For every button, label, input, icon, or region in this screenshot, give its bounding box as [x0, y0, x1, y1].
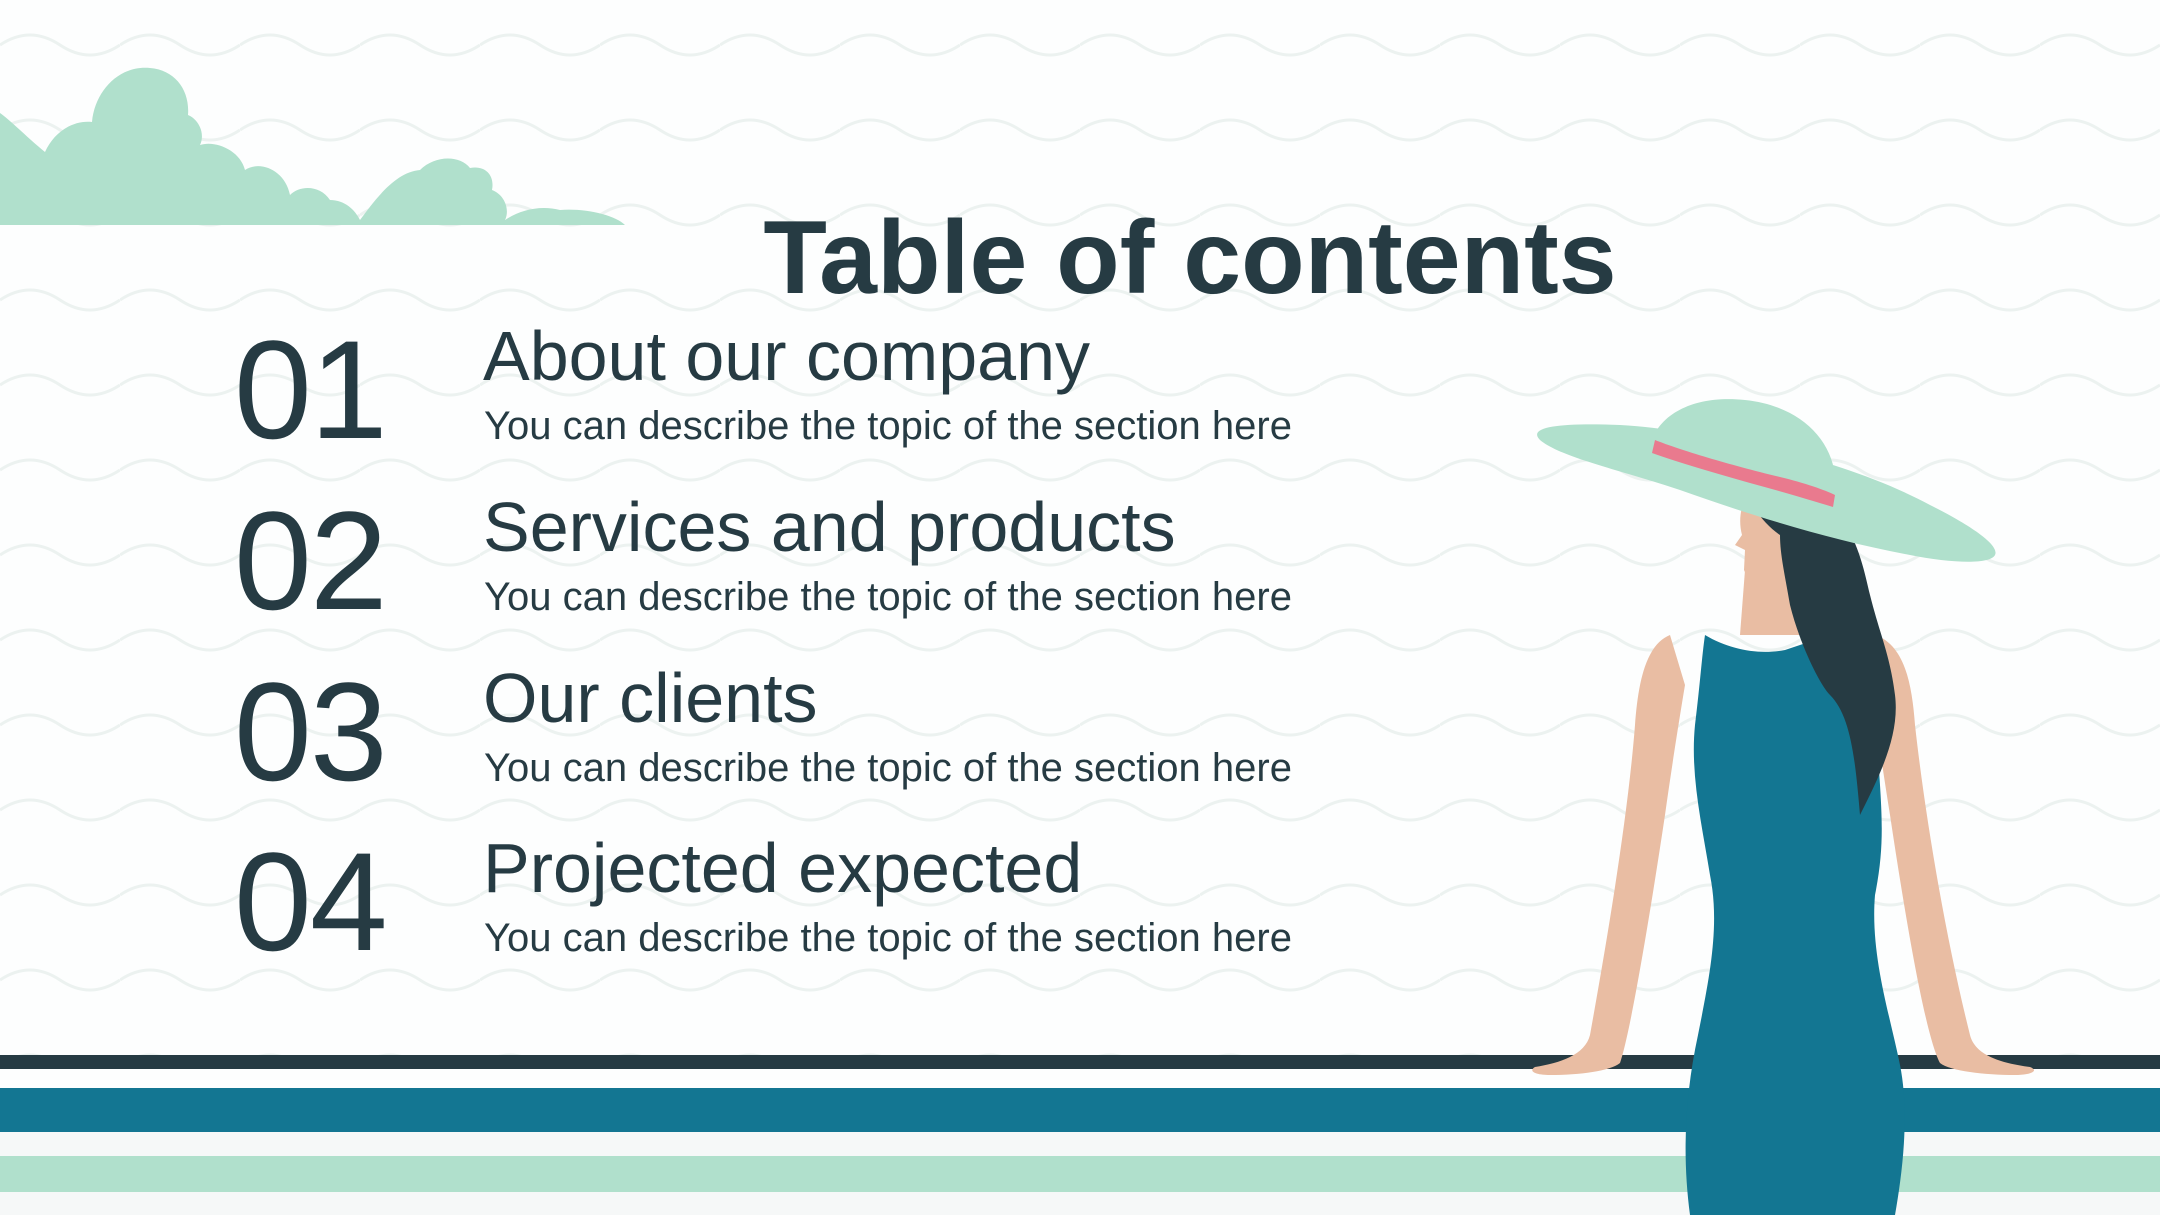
- hat-brim: [1537, 424, 1996, 562]
- cloud-illustration: [0, 67, 625, 225]
- toc-item-01: 01 About our company You can describe th…: [0, 310, 1450, 480]
- stripe-pale: [0, 1192, 2160, 1215]
- dress: [1685, 630, 1905, 1215]
- hair: [1745, 483, 1896, 815]
- toc-heading: Projected expected: [483, 829, 1083, 907]
- toc-item-04: 04 Projected expected You can describe t…: [0, 822, 1450, 992]
- toc-description: You can describe the topic of the sectio…: [484, 746, 1292, 790]
- hat-band: [1652, 440, 1835, 507]
- toc-heading: About our company: [483, 317, 1091, 395]
- toc-item-02: 02 Services and products You can describ…: [0, 481, 1450, 651]
- toc-number: 02: [234, 482, 388, 639]
- toc-number: 03: [234, 653, 388, 810]
- left-arm: [1532, 635, 1685, 1075]
- toc-number: 01: [234, 311, 388, 468]
- right-arm: [1870, 635, 2035, 1075]
- page-title: Table of contents: [763, 199, 1617, 316]
- toc-heading: Services and products: [483, 488, 1176, 566]
- toc-item-03: 03 Our clients You can describe the topi…: [0, 652, 1450, 822]
- toc-description: You can describe the topic of the sectio…: [484, 575, 1292, 619]
- toc-heading: Our clients: [483, 659, 818, 737]
- toc-number: 04: [234, 823, 388, 980]
- toc-description: You can describe the topic of the sectio…: [484, 916, 1292, 960]
- woman-with-hat-illustration: [1532, 399, 2035, 1215]
- toc-description: You can describe the topic of the sectio…: [484, 404, 1292, 448]
